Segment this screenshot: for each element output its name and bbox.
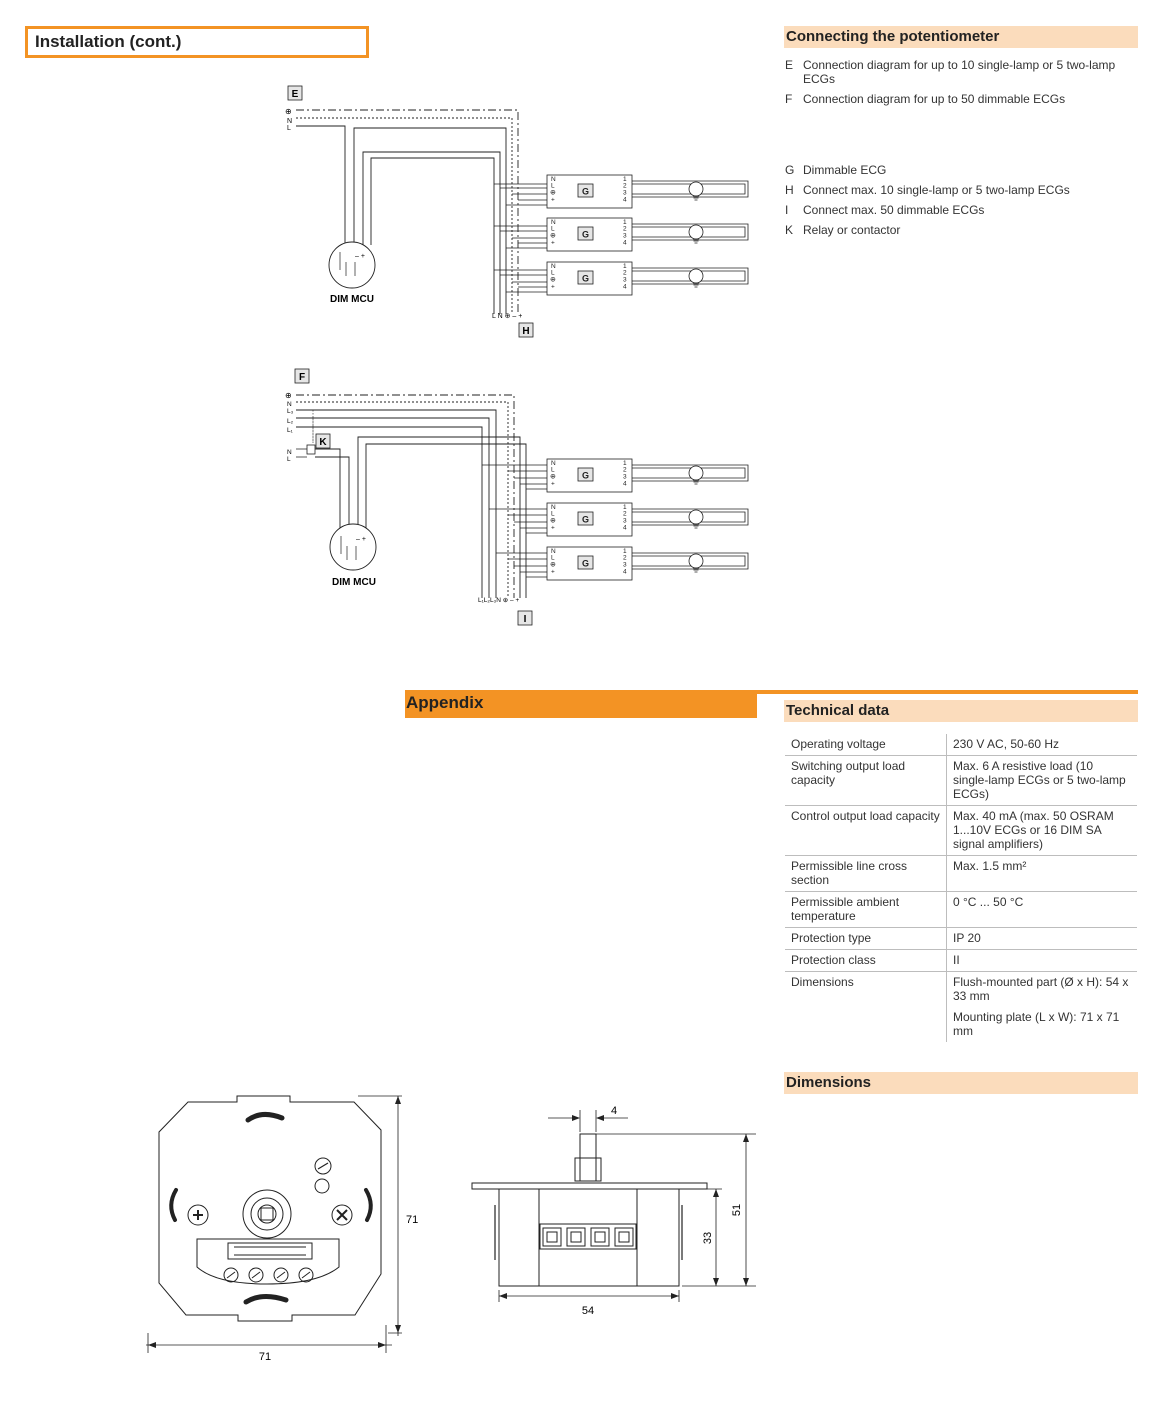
wiring-diagrams: N L ⊕ + 1 2 3 4 G E ⊕ N L xyxy=(285,85,1159,626)
diagram-e: E ⊕ N L – + DIM MCU L N ⊕ – + H xyxy=(285,85,748,338)
appendix-heading: Appendix xyxy=(405,690,757,718)
param-cell: Switching output load capacity xyxy=(785,755,947,806)
terminal-labels-f: L₁L₂L₃N ⊕ – + xyxy=(478,597,519,604)
svg-text:– +: – + xyxy=(356,536,366,543)
svg-text:⊕: ⊕ xyxy=(285,391,292,400)
value-cell: 230 V AC, 50-60 Hz xyxy=(946,734,1137,756)
param-cell: Protection type xyxy=(785,927,947,950)
table-row: Protection class II xyxy=(785,949,1137,972)
front-width-label: 71 xyxy=(259,1351,271,1363)
legend-item: I Connect max. 50 dimmable ECGs xyxy=(785,203,1133,217)
dim-mcu-label-f: DIM MCU xyxy=(332,577,376,588)
value-cell: Max. 40 mA (max. 50 OSRAM 1...10V ECGs o… xyxy=(946,805,1137,856)
legend-text: Connection diagram for up to 10 single-l… xyxy=(803,58,1116,86)
table-row: Protection type IP 20 xyxy=(785,927,1137,950)
legend-item: G Dimmable ECG xyxy=(785,163,1133,177)
legend-key: F xyxy=(785,92,793,106)
dimension-drawings: 71 71 4 54 33 51 xyxy=(146,1095,756,1363)
front-height-label: 71 xyxy=(406,1214,418,1226)
line-label-n: N xyxy=(287,118,292,125)
legend-key: E xyxy=(785,58,794,72)
value-cell: Flush-mounted part (Ø x H): 54 x 33 mm M… xyxy=(946,971,1137,1042)
body-height-label: 33 xyxy=(702,1232,714,1244)
param-cell: Permissible line cross section xyxy=(785,855,947,892)
heading-connecting-potentiometer: Connecting the potentiometer xyxy=(784,26,1138,48)
svg-text:⊕: ⊕ xyxy=(285,107,292,116)
diagram-label-h: H xyxy=(522,326,529,337)
heading-technical-data: Technical data xyxy=(784,700,1138,722)
diagram-label-i: I xyxy=(524,614,527,625)
svg-text:N: N xyxy=(287,449,292,456)
legend-top: E Connection diagram for up to 10 single-… xyxy=(785,58,1133,112)
legend-item: F Connection diagram for up to 50 dimmabl… xyxy=(785,92,1133,106)
terminal-labels-e: L N ⊕ – + xyxy=(492,313,522,320)
legend-text: Connection diagram for up to 50 dimmable… xyxy=(803,92,1066,106)
legend-key: I xyxy=(785,203,789,217)
table-row: Permissible ambient temperature 0 °C ...… xyxy=(785,891,1137,928)
legend-text: Relay or contactor xyxy=(803,223,901,237)
legend-text: Connect max. 50 dimmable ECGs xyxy=(803,203,985,217)
table-row: Permissible line cross section Max. 1.5 … xyxy=(785,855,1137,892)
dim-mcu-label-e: DIM MCU xyxy=(330,294,374,305)
svg-text:N: N xyxy=(287,401,292,408)
param-cell: Operating voltage xyxy=(785,734,947,756)
param-cell: Permissible ambient temperature xyxy=(785,891,947,928)
table-row: Control output load capacity Max. 40 mA … xyxy=(785,805,1137,856)
value-cell: II xyxy=(946,949,1137,972)
table-row: Operating voltage 230 V AC, 50-60 Hz xyxy=(785,734,1137,756)
legend-text: Connect max. 10 single-lamp or 5 two-lam… xyxy=(803,183,1070,197)
side-width-label: 54 xyxy=(582,1305,594,1317)
diagram-label-f: F xyxy=(299,372,305,383)
diagram-label-e: E xyxy=(292,89,299,100)
param-cell: Protection class xyxy=(785,949,947,972)
section-title-installation: Installation (cont.) xyxy=(25,26,369,58)
legend-key: H xyxy=(785,183,794,197)
param-cell: Dimensions xyxy=(791,975,854,989)
legend-item: K Relay or contactor xyxy=(785,223,1133,237)
diagram-label-k: K xyxy=(319,437,327,448)
legend-text: Dimmable ECG xyxy=(803,163,887,177)
legend-item: E Connection diagram for up to 10 single-… xyxy=(785,58,1133,86)
param-cell: Control output load capacity xyxy=(785,805,947,856)
value-cell: IP 20 xyxy=(946,927,1137,950)
svg-text:L₂: L₂ xyxy=(287,418,294,425)
svg-text:– +: – + xyxy=(355,253,365,260)
legend-bottom: G Dimmable ECG H Connect max. 10 single-la… xyxy=(785,163,1133,243)
legend-key: G xyxy=(785,163,795,177)
table-row: Switching output load capacity Max. 6 A … xyxy=(785,755,1137,806)
front-view-drawing xyxy=(146,1095,402,1353)
shaft-width-label: 4 xyxy=(611,1105,617,1117)
svg-text:L₃: L₃ xyxy=(287,408,294,415)
total-height-label: 51 xyxy=(731,1204,743,1216)
side-view-drawing xyxy=(471,1110,756,1302)
line-label-l: L xyxy=(287,125,291,132)
table-row: Dimensions Flush-mounted part (Ø x H): 5… xyxy=(785,971,1137,1042)
diagram-f: F ⊕ N L₃ L₂ L₁ N L K – + DIM MCU L₁L₂L₃N… xyxy=(285,368,748,626)
legend-key: K xyxy=(785,223,794,237)
legend-item: H Connect max. 10 single-lamp or 5 two-la… xyxy=(785,183,1133,197)
heading-dimensions: Dimensions xyxy=(784,1072,1138,1094)
divider-line xyxy=(757,690,1138,694)
value-cell: Max. 6 A resistive load (10 single-lamp … xyxy=(946,755,1137,806)
value-cell: Max. 1.5 mm² xyxy=(946,855,1137,892)
svg-text:L₁: L₁ xyxy=(287,427,294,434)
technical-data-table: Operating voltage 230 V AC, 50-60 Hz Swi… xyxy=(785,734,1137,1042)
svg-text:L: L xyxy=(287,456,291,463)
value-cell: 0 °C ... 50 °C xyxy=(946,891,1137,928)
